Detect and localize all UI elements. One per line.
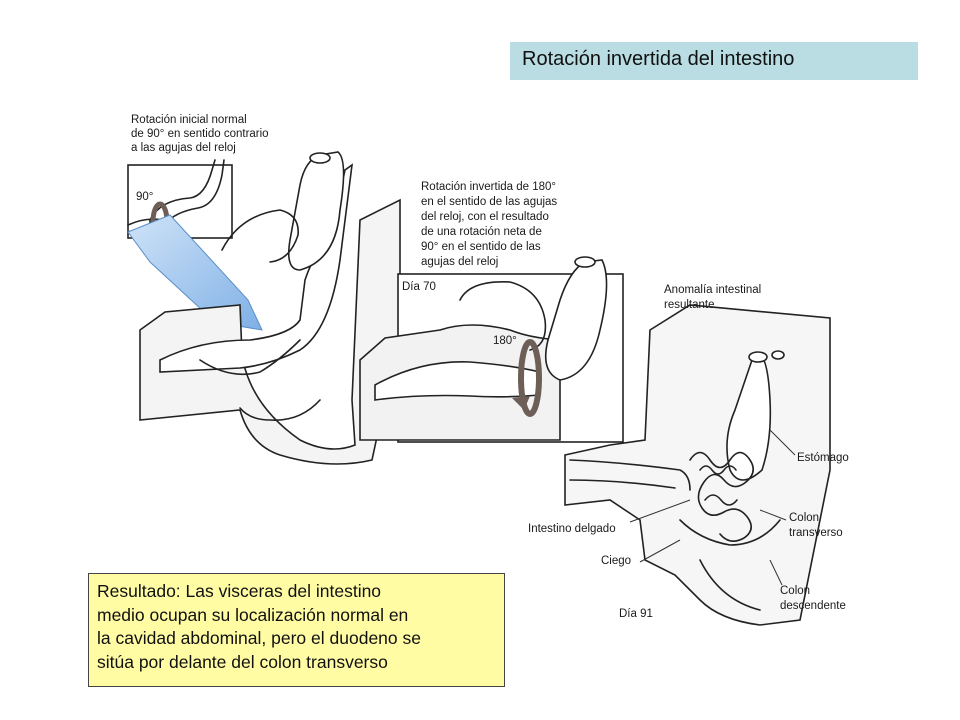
result-line: Resultado: Las visceras del intestino	[97, 581, 382, 601]
panel3-day-label: Día 91	[619, 608, 653, 620]
small-intestine-coils	[689, 451, 754, 542]
panel-resulting-anomaly: Anomalía intestinal resultante Estómago …	[528, 284, 849, 626]
panel2-caption-line: agujas del reloj	[421, 256, 498, 268]
panel3-stomach	[726, 354, 772, 481]
esophagus-opening	[309, 152, 331, 164]
midgut-inner-line	[199, 339, 301, 376]
colon-line	[239, 399, 321, 421]
label-transverse-colon-line: Colon	[789, 512, 819, 524]
small-intestine-path	[704, 494, 738, 506]
panel1-caption-line: a las agujas del reloj	[131, 142, 236, 154]
panel3-caption: Anomalía intestinal resultante	[664, 284, 764, 311]
leader-small-intestine	[629, 499, 691, 523]
leader-transverse-colon	[759, 509, 787, 521]
leader-descending-colon	[769, 559, 783, 586]
small-intestine-path	[689, 451, 754, 542]
label-small-intestine: Intestino delgado	[528, 523, 616, 535]
result-line: sitúa por delante del colon transverso	[97, 651, 388, 672]
panel3-caption-line: Anomalía intestinal	[664, 284, 761, 296]
panel2-caption-line: Rotación invertida de 180°	[421, 181, 556, 193]
duodenal-loop	[221, 209, 299, 263]
panel3-aorta	[771, 350, 785, 360]
result-line: medio ocupan su localización normal en	[97, 604, 409, 625]
panel2-caption-line: del reloj, con el resultado	[421, 211, 549, 223]
panel3-caption-line: resultante	[664, 299, 715, 311]
panel1-caption: Rotación inicial normal de 90° en sentid…	[131, 114, 272, 154]
panel-reversed-rotation: Día 70 180° Rotación invertida de 180° e…	[359, 181, 624, 443]
angle-180-label: 180°	[493, 335, 517, 347]
midgut-loop	[159, 163, 354, 373]
panel2-esophagus	[574, 256, 596, 268]
panel3-ileum-2	[569, 479, 676, 489]
panel3-transverse-colon	[679, 519, 781, 546]
leader-cecum	[639, 539, 681, 563]
rotation-arrowhead-180-icon	[512, 396, 530, 410]
panel2-caption-line: de una rotación neta de	[421, 226, 542, 238]
label-descending-colon: Colon descendente	[780, 585, 846, 612]
label-descending-colon-line: descendente	[780, 600, 846, 612]
label-descending-colon-line: Colon	[780, 585, 810, 597]
leader-stomach	[769, 429, 796, 456]
slide-title: Rotación invertida del intestino	[510, 42, 918, 80]
label-cecum: Ciego	[601, 555, 631, 567]
angle-90-label: 90°	[136, 191, 153, 203]
result-line: la cavidad abdominal, pero el duodeno se	[97, 628, 421, 648]
panel2-caption-line: 90° en el sentido de las	[421, 241, 541, 253]
label-transverse-colon-line: transverso	[789, 527, 843, 539]
panel3-esophagus	[748, 351, 768, 363]
rotation-arrow-180-icon	[518, 339, 542, 417]
panel2-caption: Rotación invertida de 180° en el sentido…	[421, 181, 560, 268]
abdominal-cavity-block	[139, 198, 401, 465]
label-transverse-colon: Colon transverso	[789, 512, 843, 539]
panel1-caption-line: Rotación inicial normal	[131, 114, 247, 126]
panel1-caption-line: de 90° en sentido contrario	[131, 128, 269, 140]
panel2-caption-line: en el sentido de las agujas	[421, 196, 557, 208]
panel2-day-label: Día 70	[402, 281, 436, 293]
panel2-duodenum	[459, 281, 547, 351]
panel3-ileum	[569, 459, 691, 491]
label-stomach: Estómago	[797, 452, 849, 464]
small-intestine-path	[699, 465, 737, 475]
result-note: Resultado: Las visceras del intestino me…	[88, 573, 505, 687]
projection-arrow-icon	[127, 214, 263, 331]
panel-initial-rotation: 90° Rotación inicial normal de 90° en se…	[127, 114, 401, 465]
panel3-descending-colon	[699, 559, 761, 611]
